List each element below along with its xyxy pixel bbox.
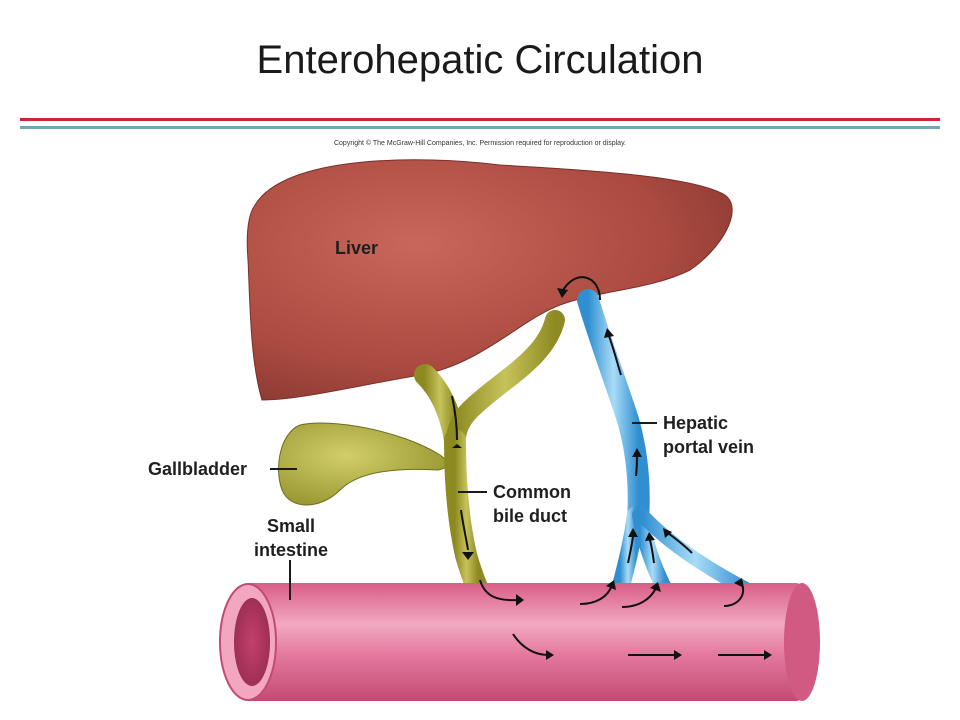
arrow-vein-4: [635, 454, 638, 477]
arrow-bile-1: [451, 395, 458, 441]
hepatic-portal-vein: [577, 289, 650, 531]
arrowhead: [674, 650, 682, 660]
common-bile-duct-label-line1: Common: [493, 482, 571, 502]
arrow-intestine-5: [512, 633, 549, 656]
arrowhead: [462, 552, 474, 560]
arrow-bile-2: [460, 509, 469, 551]
arrowhead: [516, 594, 524, 606]
hepatic-portal-vein-label: Hepatic portal vein: [663, 411, 754, 459]
arrowhead: [632, 448, 642, 457]
arrow-intestine-1: [479, 579, 519, 602]
gallbladder-label: Gallbladder: [148, 459, 248, 479]
arrowhead: [734, 578, 744, 588]
arrow-vein-1: [627, 535, 634, 564]
arrowhead: [663, 528, 672, 538]
liver: [246, 159, 733, 401]
common-bile-duct: [444, 429, 489, 601]
small-intestine: [242, 583, 802, 701]
hepatic-portal-vein-label-line1: Hepatic: [663, 413, 729, 433]
flow-arrows: [451, 276, 766, 656]
arrowhead: [645, 532, 655, 541]
arrowhead: [452, 444, 462, 448]
page-title: Enterohepatic Circulation: [256, 38, 704, 82]
arrow-liver-return: [561, 276, 601, 301]
small-intestine-label: Small intestine: [246, 514, 336, 562]
arrow-heads: [452, 288, 772, 660]
small-intestine-label-line2: intestine: [253, 540, 328, 560]
common-bile-duct-label-line2: bile duct: [493, 506, 568, 526]
arrowhead: [606, 580, 616, 590]
intestine-lumen: [234, 598, 270, 686]
title-rule-red: [20, 118, 940, 121]
portal-vein-branch-1: [611, 506, 645, 599]
arrow-vein-5: [608, 335, 622, 376]
common-bile-duct-label: Common bile duct: [493, 480, 571, 528]
arrow-intestine-3: [621, 587, 657, 608]
arrowhead: [557, 288, 568, 298]
small-intestine-label-line1: Small: [266, 516, 316, 536]
arrowhead: [546, 650, 554, 660]
title-rule-teal: [20, 126, 940, 129]
liver-label: Liver: [335, 238, 379, 258]
arrow-vein-2: [649, 539, 655, 564]
arrowhead: [650, 582, 661, 592]
hepatic-portal-vein-label-line2: portal vein: [663, 437, 755, 457]
arrow-vein-3: [667, 532, 693, 554]
arrowhead: [604, 328, 614, 338]
gallbladder: [278, 422, 448, 506]
arrowhead: [764, 650, 772, 660]
copyright-notice: Copyright © The McGraw-Hill Companies, I…: [333, 140, 626, 147]
intestine-right-end: [784, 583, 820, 701]
arrowhead: [628, 528, 638, 537]
